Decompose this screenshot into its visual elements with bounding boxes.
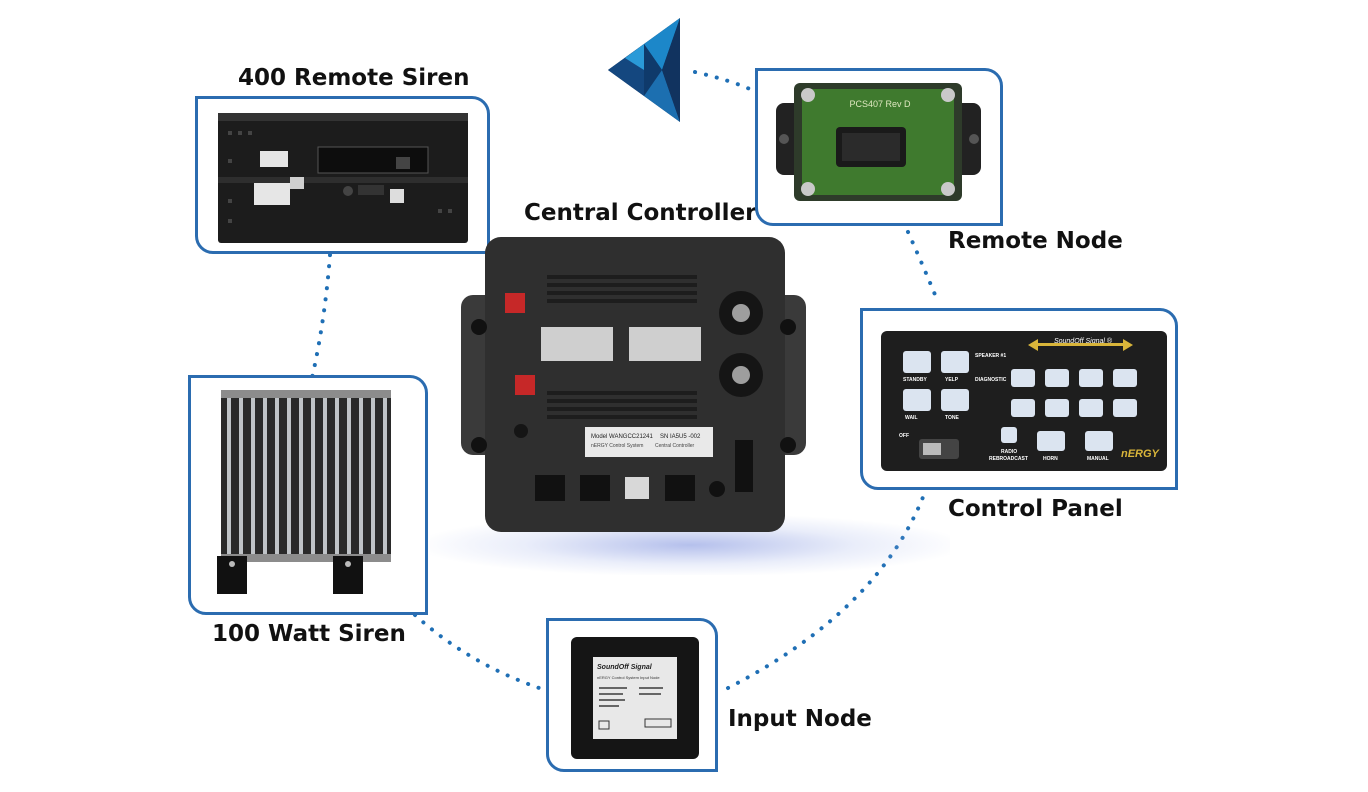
panel-yelp-text: YELP bbox=[945, 377, 959, 383]
brand-logo bbox=[608, 18, 680, 122]
remote-siren-image bbox=[218, 113, 468, 243]
label-control-panel: Control Panel bbox=[948, 496, 1123, 522]
panel-manual-text: MANUAL bbox=[1087, 456, 1109, 462]
panel-standby-text: STANDBY bbox=[903, 377, 927, 383]
label-remote-node: Remote Node bbox=[948, 228, 1123, 254]
controller-sn-text: SN IA5U5 -002 bbox=[660, 434, 701, 440]
line-watt-to-input bbox=[413, 613, 547, 692]
input-node-frame[interactable]: SoundOff Signal nERGY Control System Inp… bbox=[546, 618, 718, 772]
panel-wail-text: WAIL bbox=[905, 415, 918, 421]
label-100-watt-siren: 100 Watt Siren bbox=[212, 621, 406, 647]
label-input-node: Input Node bbox=[728, 706, 872, 732]
input-node-image: SoundOff Signal nERGY Control System Inp… bbox=[571, 637, 699, 759]
line-panel-to-node bbox=[906, 230, 940, 304]
line-siren-to-watt bbox=[310, 253, 332, 380]
control-panel-image: SoundOff Signal ® STANDBY YELP SPEAKER #… bbox=[881, 331, 1167, 471]
central-controller-image: Model WANGCC21241 SN IA5U5 -002 nERGY Co… bbox=[461, 237, 806, 532]
input-node-subtitle-text: nERGY Control System Input Node bbox=[597, 675, 660, 680]
controller-line1-text: nERGY Control System bbox=[591, 443, 643, 449]
label-400-remote-siren: 400 Remote Siren bbox=[238, 65, 470, 91]
label-central-controller: Central Controller bbox=[524, 200, 757, 226]
remote-node-board-text: PCS407 Rev D bbox=[849, 99, 911, 109]
panel-tone-text: TONE bbox=[945, 415, 959, 421]
panel-brand-text: SoundOff Signal ® bbox=[1054, 337, 1113, 345]
remote-siren-frame[interactable] bbox=[195, 96, 490, 254]
panel-rebroadcast-text: REBROADCAST bbox=[989, 456, 1028, 462]
panel-off-text: OFF bbox=[899, 433, 909, 439]
watt-siren-frame[interactable] bbox=[188, 375, 428, 615]
control-panel-frame[interactable]: SoundOff Signal ® STANDBY YELP SPEAKER #… bbox=[860, 308, 1178, 490]
line-logo-to-node bbox=[693, 70, 754, 92]
panel-horn-text: HORN bbox=[1043, 456, 1058, 462]
panel-nergy-text: nERGY bbox=[1121, 448, 1161, 460]
input-node-brand-text: SoundOff Signal bbox=[597, 664, 653, 671]
panel-speaker-text: SPEAKER #1 bbox=[975, 353, 1006, 359]
controller-line2-text: Central Controller bbox=[655, 443, 695, 449]
panel-diagnostic-text: DIAGNOSTIC bbox=[975, 377, 1007, 383]
panel-radio-text: RADIO bbox=[1001, 449, 1017, 455]
line-input-to-panel bbox=[726, 490, 927, 690]
remote-node-image: PCS407 Rev D bbox=[776, 83, 981, 201]
controller-model-text: Model WANGCC21241 bbox=[591, 434, 653, 440]
watt-siren-image bbox=[217, 390, 391, 594]
remote-node-frame[interactable]: PCS407 Rev D bbox=[755, 68, 1003, 226]
